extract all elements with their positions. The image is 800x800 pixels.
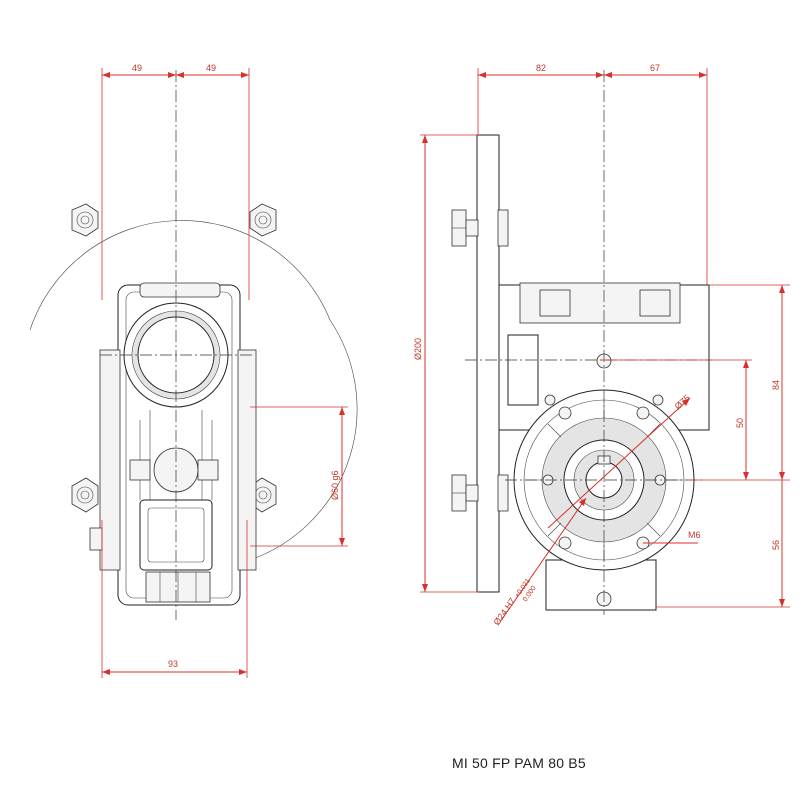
bolt-lower [451,474,509,512]
dim-right-thread: M6 [688,530,701,540]
bolt-upper [451,209,509,247]
flange-plate-side [476,134,500,593]
dim-right-84: 84 [771,380,781,390]
drawing-caption: MI 50 FP PAM 80 B5 [452,755,586,771]
dim-right-50: 50 [735,418,745,428]
left-dimensions: 49 49 93 Ø60 g6 [101,63,348,678]
flange-nut-top-right [249,203,277,237]
dim-right-flange-dia: Ø200 [413,338,423,360]
right-view: 82 67 Ø200 50 84 56 M6 [413,63,790,627]
flange-outline-arc [29,220,331,331]
gearbox-body-front [89,282,257,606]
flange-outline-arc-lower [249,319,358,561]
dim-right-56: 56 [771,540,781,550]
flange-nut-bottom-left [71,477,99,513]
flange-nut-bottom-right [249,477,277,513]
flange-nut-top-left [71,203,99,237]
dim-left-shaft-dia: Ø60 g6 [330,470,340,500]
dim-left-93: 93 [168,659,178,669]
left-view: 49 49 93 Ø60 g6 [29,63,358,678]
dim-right-hollow-shaft: Ø24 H7 [491,596,517,627]
dim-right-67: 67 [650,63,660,73]
dim-right-82: 82 [536,63,546,73]
dim-left-49-a: 49 [132,63,142,73]
dim-left-49-b: 49 [206,63,216,73]
